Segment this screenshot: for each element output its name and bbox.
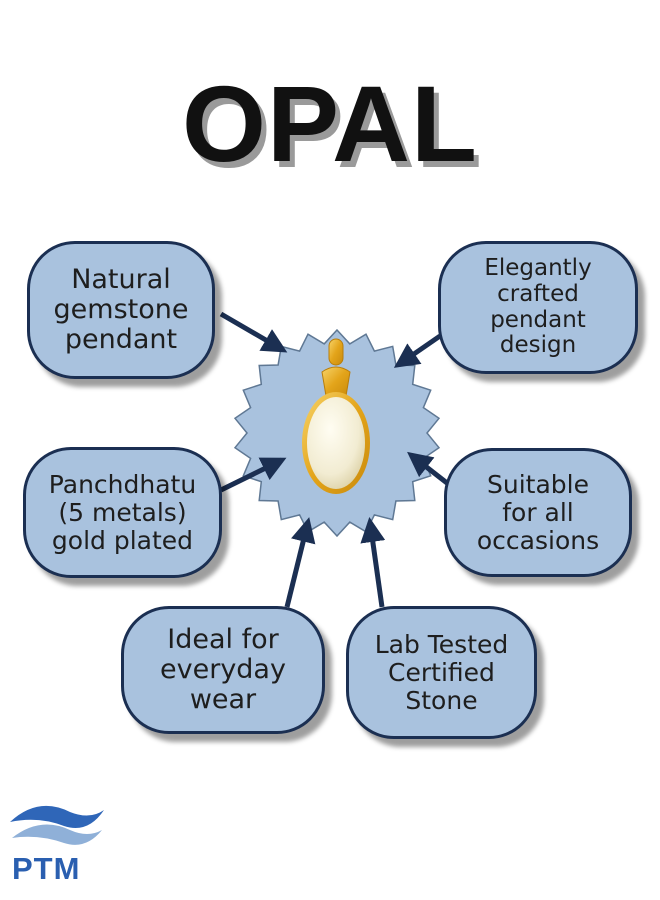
opal-pendant-icon: [302, 338, 370, 494]
arrow-suitable: [407, 451, 449, 485]
arrow-lab: [360, 517, 386, 608]
feature-lab-tested: Lab Tested Certified Stone: [346, 606, 537, 739]
arrow-natural: [219, 311, 288, 353]
feature-lab-text: Lab Tested Certified Stone: [374, 629, 509, 715]
feature-elegant-text: Elegantly crafted pendant design: [484, 255, 592, 359]
feature-elegant-design: Elegantly crafted pendant design: [438, 241, 638, 374]
arrow-ideal: [284, 517, 316, 608]
arrow-elegant: [393, 333, 442, 368]
feature-natural-text: Natural gemstone pendant: [53, 263, 189, 356]
feature-panchdhatu: Panchdhatu (5 metals) gold plated: [23, 447, 222, 578]
wave-logo-icon: [10, 805, 104, 845]
brand-name: PTM: [12, 851, 81, 886]
page-title: OPAL: [182, 63, 478, 184]
feature-ideal-text: Ideal for everyday wear: [160, 623, 286, 716]
arrow-pancha: [219, 457, 287, 493]
feature-natural-gemstone: Natural gemstone pendant: [27, 241, 215, 379]
feature-suitable-occasions: Suitable for all occasions: [444, 448, 632, 577]
feature-everyday-wear: Ideal for everyday wear: [121, 606, 325, 734]
feature-suitable-text: Suitable for all occasions: [476, 469, 600, 555]
feature-pancha-text: Panchdhatu (5 metals) gold plated: [48, 469, 197, 555]
